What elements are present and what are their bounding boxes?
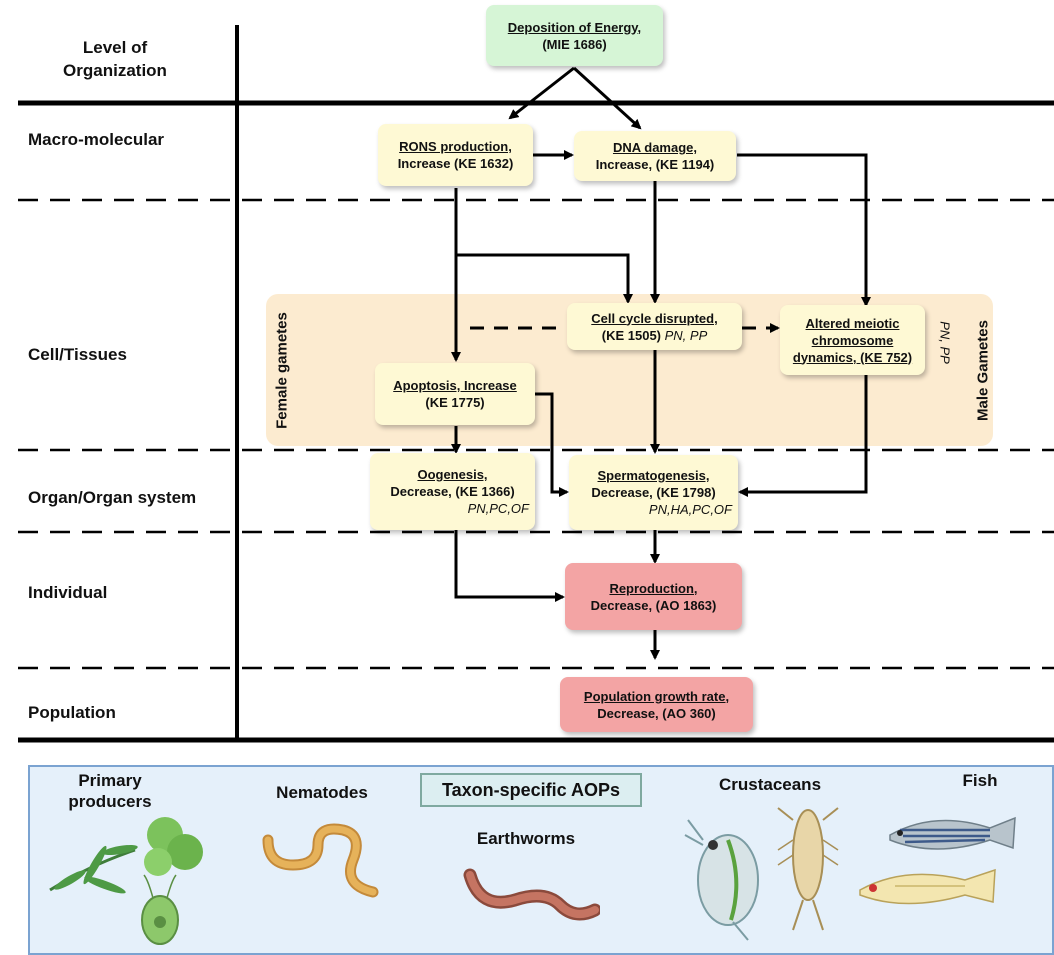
taxon-primary-producers: Primary producers — [50, 770, 170, 812]
brine-shrimp-icon — [777, 807, 839, 931]
node-mie-line1: Deposition of Energy, — [507, 19, 642, 35]
medaka-icon — [859, 868, 996, 905]
alga-cell-icon — [141, 874, 179, 945]
male-gametes-label: Male Gametes — [974, 320, 992, 421]
level-title: Level of Organization — [50, 36, 180, 82]
node-spermatogenesis: Spermatogenesis, Decrease, (KE 1798) PN,… — [569, 455, 738, 530]
taxon-fish: Fish — [962, 771, 998, 790]
node-reproduction-line2: Decrease, (AO 1863) — [590, 597, 717, 613]
level-individual: Individual — [28, 583, 108, 602]
node-cellcycle-line2: (KE 1505) — [601, 327, 661, 343]
node-meiotic-line3: dynamics, (KE 752) — [792, 349, 913, 365]
node-oogenesis-tags: PN,PC,OF — [467, 501, 529, 516]
node-cellcycle-tags: PN, PP — [664, 327, 708, 343]
node-apoptosis-line1: Apoptosis, Increase — [393, 378, 517, 393]
node-meiotic-line2: chromosome — [811, 332, 894, 348]
level-organ-system: Organ/Organ system — [28, 488, 197, 507]
earthworm-icon — [463, 868, 600, 921]
female-gametes-label: Female gametes — [273, 312, 291, 429]
taxon-earthworms: Earthworms — [476, 829, 576, 848]
algae-colony-icon — [144, 817, 203, 876]
node-population: Population growth rate, Decrease, (AO 36… — [560, 677, 753, 732]
crustaceans-illustration — [684, 807, 839, 941]
male-tags: PN, PP — [937, 321, 953, 364]
node-population-line2: Decrease, (AO 360) — [597, 705, 716, 721]
node-mie-line2: (MIE 1686) — [542, 36, 607, 52]
node-oogenesis-line1: Oogenesis, — [417, 467, 488, 482]
primary-producers-illustration — [49, 817, 203, 945]
node-dna-line2: Increase, (KE 1194) — [595, 157, 715, 172]
node-dna-line1: DNA damage, — [612, 140, 698, 155]
node-dna: DNA damage, Increase, (KE 1194) — [574, 131, 736, 181]
fish-illustration — [859, 816, 1016, 905]
level-dividers — [18, 198, 1054, 670]
node-meiotic: Altered meiotic chromosome dynamics, (KE… — [780, 305, 925, 375]
taxon-primary-line2: producers — [68, 792, 152, 811]
node-rons: RONS production, Increase (KE 1632) — [378, 124, 533, 186]
node-meiotic-line1: Altered meiotic — [805, 315, 900, 331]
arrows — [451, 66, 871, 660]
node-oogenesis: Oogenesis, Decrease, (KE 1366) PN,PC,OF — [370, 453, 535, 530]
node-apoptosis: Apoptosis, Increase (KE 1775) — [375, 363, 535, 425]
node-reproduction: Reproduction, Decrease, (AO 1863) — [565, 563, 742, 630]
plant-icon — [49, 844, 138, 894]
taxon-nematodes: Nematodes — [276, 783, 368, 802]
zebrafish-icon — [889, 816, 1016, 850]
node-cellcycle-line1: Cell cycle disrupted, — [591, 310, 718, 326]
daphnia-icon — [684, 819, 759, 941]
level-cell-tissues: Cell/Tissues — [28, 345, 127, 364]
taxon-title: Taxon-specific AOPs — [420, 773, 642, 807]
taxon-primary-line1: Primary — [78, 771, 142, 790]
node-population-line1: Population growth rate, — [583, 688, 730, 704]
level-population: Population — [28, 703, 116, 722]
node-rons-line2: Increase (KE 1632) — [397, 156, 514, 171]
node-spermatogenesis-line1: Spermatogenesis, — [597, 468, 710, 483]
node-rons-line1: RONS production, — [399, 139, 512, 154]
node-spermatogenesis-line2: Decrease, (KE 1798) — [591, 485, 716, 500]
level-macro-molecular: Macro-molecular — [28, 130, 165, 149]
level-title-line1: Level of — [82, 38, 148, 57]
node-mie: Deposition of Energy, (MIE 1686) — [486, 5, 663, 66]
taxon-crustaceans: Crustaceans — [718, 775, 822, 794]
node-spermatogenesis-tags: PN,HA,PC,OF — [648, 502, 732, 517]
node-oogenesis-line2: Decrease, (KE 1366) — [390, 484, 515, 499]
node-cell-cycle: Cell cycle disrupted, (KE 1505) PN, PP — [567, 303, 742, 350]
node-apoptosis-line2: (KE 1775) — [425, 395, 485, 410]
nematode-icon — [262, 823, 379, 898]
level-title-line2: Organization — [63, 61, 167, 80]
node-reproduction-line1: Reproduction, — [609, 580, 698, 596]
